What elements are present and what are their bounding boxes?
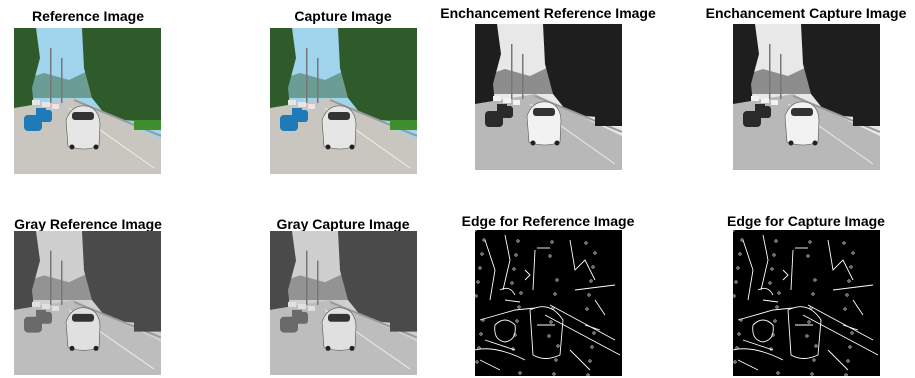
gray-reference-image	[14, 231, 161, 375]
reference-image	[14, 28, 161, 174]
edge-capture-image	[733, 230, 880, 376]
title-reference-image: Reference Image	[31, 8, 145, 24]
title-edge-capture-image: Edge for Capture Image	[727, 213, 885, 229]
title-edge-reference-image: Edge for Reference Image	[461, 213, 635, 229]
capture-image	[270, 28, 417, 174]
title-capture-image: Capture Image	[294, 8, 392, 24]
title-enhancement-reference-image: Enchancement Reference Image	[440, 5, 656, 21]
enhancement-reference-image	[475, 24, 622, 170]
gray-capture-image	[270, 231, 417, 375]
title-gray-capture-image: Gray Capture Image	[276, 216, 410, 232]
enhancement-capture-image	[733, 24, 880, 170]
title-gray-reference-image: Gray Reference Image	[14, 216, 162, 232]
edge-reference-image	[475, 230, 622, 376]
title-enhancement-capture-image: Enchancement Capture Image	[705, 5, 907, 21]
